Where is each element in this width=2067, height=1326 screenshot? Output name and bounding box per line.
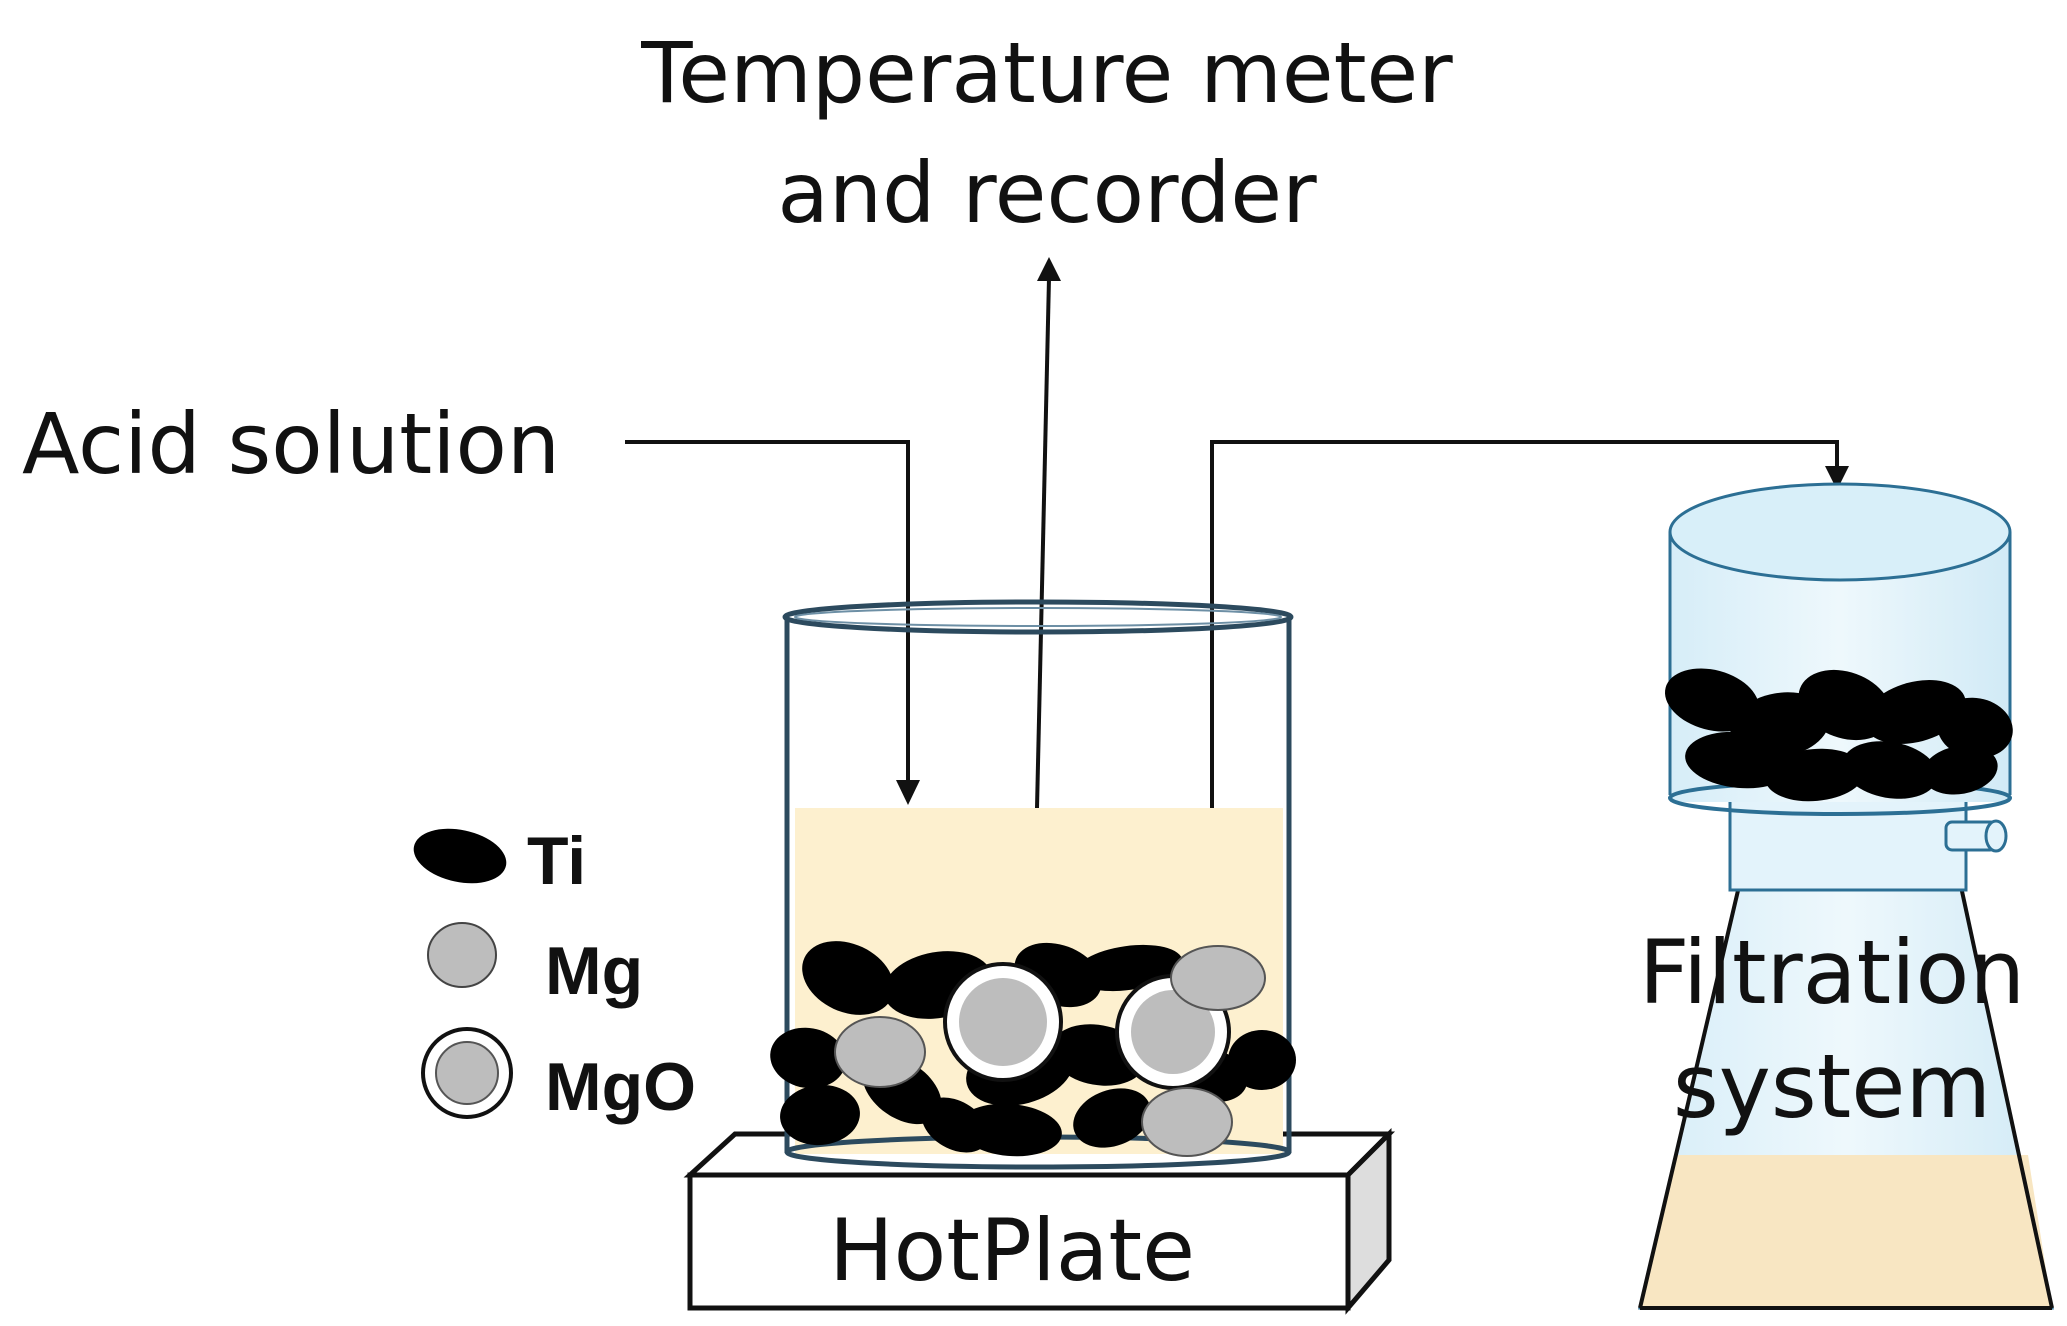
filtration-label-line2: system xyxy=(1673,1035,1991,1138)
hotplate: HotPlate xyxy=(683,1127,1396,1315)
filter-cake-ti xyxy=(1842,741,1938,799)
ti-particle xyxy=(780,1084,860,1146)
ti-particle xyxy=(770,1027,846,1089)
legend-ti-label: Ti xyxy=(527,823,586,899)
legend-mg-label: Mg xyxy=(545,933,643,1009)
mg-particle xyxy=(1141,1087,1233,1157)
mg-particle xyxy=(834,1016,926,1088)
legend: Ti Mg MgO xyxy=(413,823,696,1125)
legend-mg-swatch xyxy=(427,922,497,988)
reaction-particles xyxy=(770,941,1296,1157)
legend-ti-swatch xyxy=(413,828,507,884)
ti-particle xyxy=(921,1097,989,1153)
mgo-particle-core xyxy=(1131,990,1215,1074)
acid-inflow-arrowhead xyxy=(896,780,920,805)
filtration-system: Filtration system xyxy=(1638,482,2054,1310)
acid-inflow-arrow xyxy=(625,440,910,795)
filtration-funnel-rim xyxy=(1668,482,2012,582)
filter-cake-ti xyxy=(1937,697,2013,759)
legend-mgo-label: MgO xyxy=(545,1049,696,1125)
temperature-probe-line xyxy=(1035,277,1051,809)
filtrate-liquid xyxy=(1640,1155,2052,1308)
filter-cake-ti xyxy=(1765,748,1865,802)
acid-solution-label: Acid solution xyxy=(22,395,560,493)
filtration-outflow-arrowhead xyxy=(1825,466,1849,490)
mg-particle xyxy=(1170,945,1266,1011)
temperature-label-line2: and recorder xyxy=(777,144,1317,242)
filtration-label-line1: Filtration xyxy=(1639,921,2025,1024)
filter-cake-ti xyxy=(1922,745,1998,795)
temperature-label-line1: Temperature meter xyxy=(640,24,1453,122)
hotplate-label: HotPlate xyxy=(829,1201,1195,1301)
ti-particle xyxy=(1073,1088,1151,1148)
mgo-particle-core xyxy=(959,978,1047,1066)
temperature-probe-arrowhead xyxy=(1037,257,1061,281)
ti-particle xyxy=(802,941,894,1015)
legend-mgo-swatch-core xyxy=(435,1041,499,1105)
